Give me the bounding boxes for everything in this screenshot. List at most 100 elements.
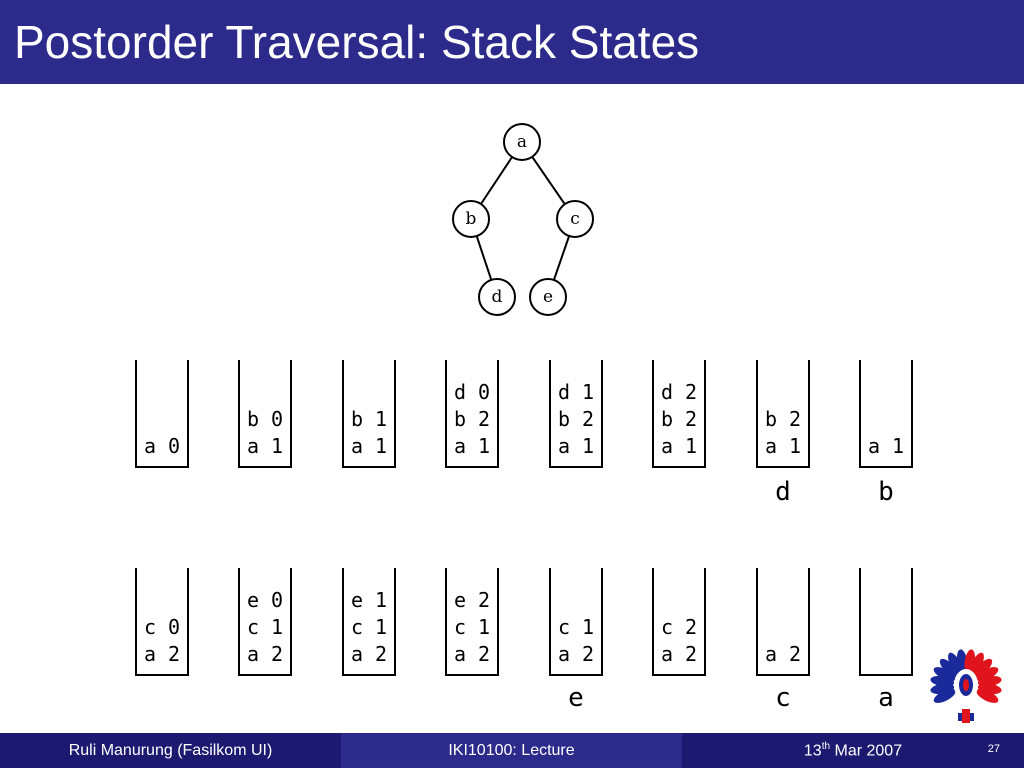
stack-row1-8: a 1 — [859, 360, 913, 468]
stack-entry: c 1 — [453, 615, 491, 639]
stack-entry: c 1 — [557, 615, 595, 639]
stack-entry: b 2 — [453, 407, 491, 431]
stack-row1-5: d 1 b 2 a 1 — [549, 360, 603, 468]
stack-entry: a 1 — [764, 434, 802, 458]
stack-entry: c 1 — [246, 615, 284, 639]
footer-author-text: Ruli Manurung (Fasilkom UI) — [68, 741, 273, 759]
stack-entry: d 0 — [453, 380, 491, 404]
stack-entry: a 2 — [143, 642, 181, 666]
popped-node-label: a — [878, 683, 894, 713]
tree-node-label-b: b — [466, 209, 477, 229]
stack-entry: a 1 — [867, 434, 905, 458]
stack-entry: a 1 — [453, 434, 491, 458]
footer-date-rest: Mar 2007 — [830, 742, 903, 760]
footer-date-text: 13th Mar 2007 — [804, 741, 902, 760]
stack-entries: d 0 b 2 a 1 — [447, 379, 497, 460]
logo-petal — [939, 658, 959, 678]
tree-edge-a-b — [480, 156, 513, 205]
stack-entries: d 1 b 2 a 1 — [551, 379, 601, 460]
stack-entry: c 2 — [660, 615, 698, 639]
footer-date-suffix: th — [821, 740, 831, 752]
stack-entry: d 1 — [557, 380, 595, 404]
slide-title: Postorder Traversal: Stack States — [14, 16, 700, 68]
binary-tree-diagram: a b c d e — [452, 123, 594, 316]
stack-entry: b 2 — [764, 407, 802, 431]
popped-node-label: b — [878, 477, 894, 507]
logo-petal — [976, 688, 999, 703]
tree-node-e — [529, 278, 567, 316]
tree-node-c — [556, 200, 594, 238]
footer-bar: Ruli Manurung (Fasilkom UI) IKI10100: Le… — [0, 733, 1024, 768]
stack-row2-2: e 0 c 1 a 2 — [238, 568, 292, 676]
stack-entries: a 0 — [137, 433, 187, 460]
logo-petal — [969, 652, 984, 675]
stack-entry: b 2 — [660, 407, 698, 431]
stack-entries: e 0 c 1 a 2 — [240, 587, 290, 668]
popped-node-label: c — [775, 683, 791, 713]
tree-node-a — [503, 123, 541, 161]
tree-node-label-a: a — [517, 132, 527, 152]
stack-entry: e 1 — [350, 588, 388, 612]
page-number: 27 — [987, 743, 1000, 755]
stack-entry: a 2 — [350, 642, 388, 666]
stack-row1-1: a 0 — [135, 360, 189, 468]
tree-edge-b-d — [475, 235, 493, 281]
stack-entry: a 1 — [660, 434, 698, 458]
stack-entry: a 1 — [557, 434, 595, 458]
tree-node-label-e: e — [543, 287, 553, 307]
stack-entry: e 0 — [246, 588, 284, 612]
stack-entry: b 2 — [557, 407, 595, 431]
footer-date-day: 13 — [803, 742, 822, 760]
stack-entries: a 1 — [861, 433, 911, 460]
tree-node-label-d: d — [492, 287, 503, 307]
footer-course-text: IKI10100: Lecture — [448, 741, 575, 759]
stack-row2-7: a 2 — [756, 568, 810, 676]
stack-entry: a 2 — [246, 642, 284, 666]
tree-edge-a-c — [531, 156, 566, 205]
logo-petal — [976, 667, 999, 682]
stack-entry: a 2 — [453, 642, 491, 666]
logo-petal — [933, 667, 956, 682]
tree-node-b — [452, 200, 490, 238]
tree-edge-c-e — [552, 235, 571, 281]
university-logo-icon — [930, 649, 1002, 723]
stack-entry: a 2 — [660, 642, 698, 666]
stack-entry: b 0 — [246, 407, 284, 431]
tree-node-d — [478, 278, 516, 316]
stack-entry: a 1 — [350, 434, 388, 458]
popped-node-label: e — [568, 683, 584, 713]
stack-entries: d 2 b 2 a 1 — [654, 379, 704, 460]
stack-row1-6: d 2 b 2 a 1 — [652, 360, 706, 468]
footer-course: IKI10100: Lecture — [341, 733, 682, 768]
stack-row2-8 — [859, 568, 913, 676]
stack-entry: a 2 — [764, 642, 802, 666]
stack-entries: a 2 — [758, 641, 808, 668]
stack-entry: a 0 — [143, 434, 181, 458]
logo-petal — [933, 688, 956, 703]
tree-node-label-c: c — [570, 209, 580, 229]
logo-petal — [973, 658, 993, 678]
stack-entry: a 1 — [246, 434, 284, 458]
title-bar: Postorder Traversal: Stack States — [0, 0, 1024, 84]
logo-petal — [948, 652, 963, 675]
footer-date: 13th Mar 2007 27 — [682, 733, 1024, 768]
footer-author: Ruli Manurung (Fasilkom UI) — [0, 733, 341, 768]
stack-entry: d 2 — [660, 380, 698, 404]
stack-entry: b 1 — [350, 407, 388, 431]
popped-node-label: d — [775, 477, 791, 507]
